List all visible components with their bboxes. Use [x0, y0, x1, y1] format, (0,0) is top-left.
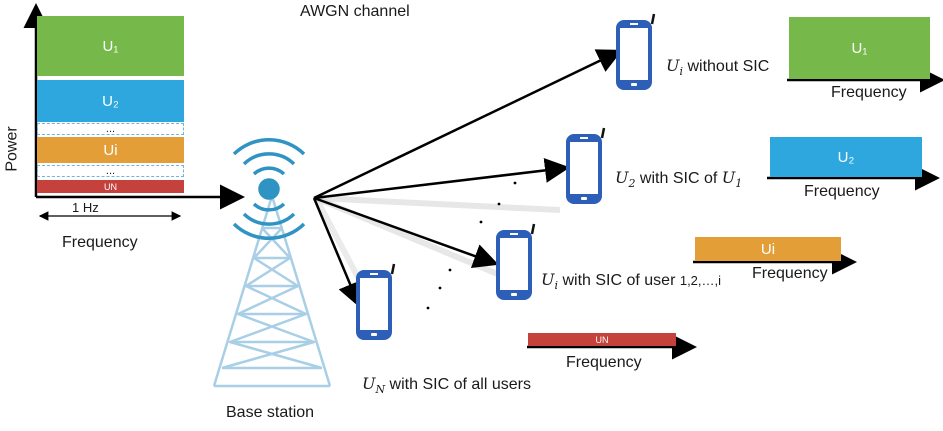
phone-icon-ui	[616, 13, 656, 90]
main-frequency-label: Frequency	[62, 234, 138, 251]
receiver-un-caption: UN with SIC of all users	[362, 374, 531, 396]
beam-to-ui-sic	[313, 196, 499, 268]
receiver-u2-bar: U₂	[770, 137, 922, 177]
ellipsis-dots	[426, 181, 517, 310]
base-station-label: Base station	[226, 404, 315, 421]
phone-icon-u2	[566, 127, 606, 204]
receiver-un-bar: UN	[528, 333, 676, 346]
stack-dots-1: ...	[37, 123, 184, 135]
receiver-ui-sic-caption: Ui with SIC of user 1,2,…,i	[541, 270, 722, 292]
bandwidth-label: 1 Hz	[72, 200, 99, 215]
receiver-un-frequency: Frequency	[566, 354, 642, 371]
receiver-ui-caption: Ui without SIC	[666, 56, 770, 78]
receiver-ui-frequency: Frequency	[831, 84, 907, 101]
beam-to-un	[312, 197, 362, 308]
receiver-u2-caption: U2 with SIC of U1	[615, 168, 743, 190]
stack-dots-2: ...	[37, 165, 184, 177]
base-station-tower	[212, 195, 332, 388]
receiver-ui-sic-frequency: Frequency	[752, 265, 828, 282]
signal-waves-icon	[232, 137, 306, 241]
power-axis-label: Power	[3, 126, 21, 172]
stack-bar-ui: Ui	[37, 137, 184, 163]
channel-title: AWGN channel	[300, 3, 410, 20]
phone-icon-un	[356, 263, 396, 340]
stack-bar-u1: U₁	[37, 16, 184, 76]
phone-icon-ui-sic	[496, 223, 536, 300]
beam-to-u2	[313, 157, 570, 200]
receiver-u2-frequency: Frequency	[804, 183, 880, 200]
stack-bar-u2: U₂	[37, 80, 184, 122]
receiver-ui-sic-bar: Ui	[695, 237, 841, 261]
receiver-ui-bar: U₁	[789, 17, 930, 79]
beam-to-ui	[313, 49, 623, 200]
stack-bar-un: UN	[37, 180, 184, 193]
